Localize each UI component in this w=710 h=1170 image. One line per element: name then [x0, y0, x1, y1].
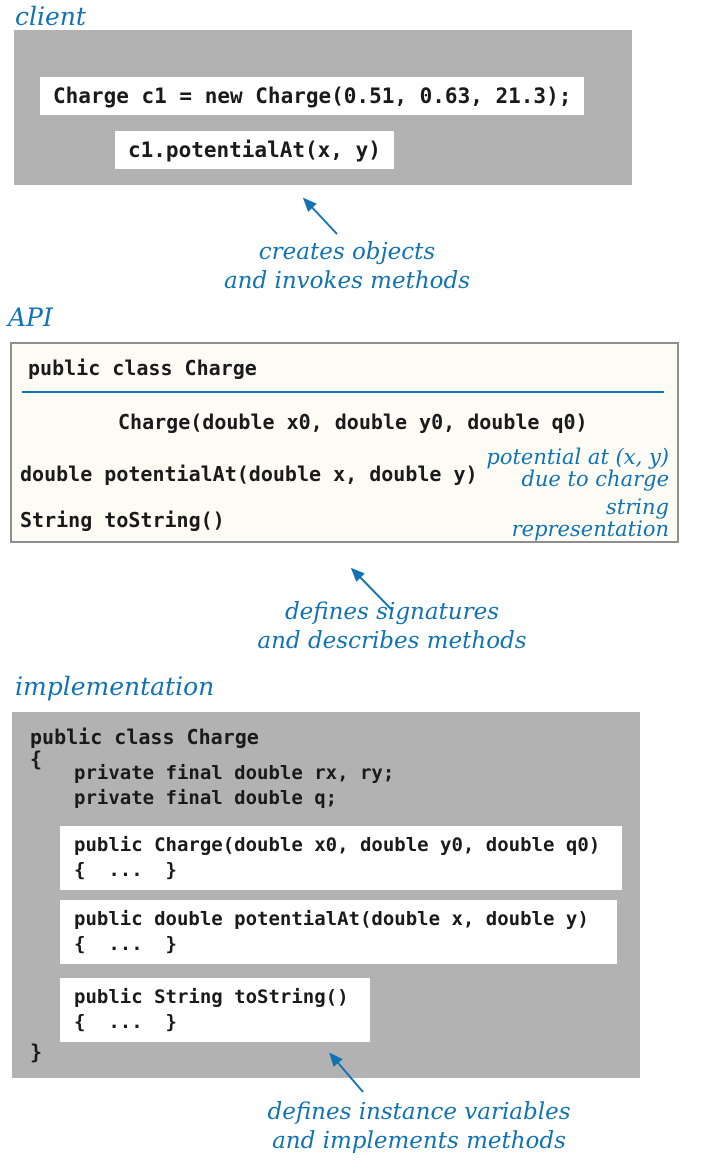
client-caption-line2: and invokes methods [223, 268, 471, 294]
api-caption: defines signatures and describes methods [257, 598, 526, 656]
api-caption-line2: and describes methods [257, 628, 527, 654]
api-constructor-signature: Charge(double x0, double y0, double q0) [118, 410, 588, 434]
impl-constructor-signature: public Charge(double x0, double y0, doub… [74, 834, 601, 856]
api-class-declaration: public class Charge [28, 356, 257, 380]
arrow-to-client-panel-icon [302, 197, 338, 235]
api-caption-line1: defines signatures [284, 599, 500, 625]
api-potentialat-signature: double potentialAt(double x, double y) [20, 462, 478, 486]
impl-constructor-body: { ... } [74, 859, 177, 881]
implementation-caption-line1: defines instance variables [267, 1099, 571, 1125]
api-potentialat-note-line2: due to charge [521, 467, 669, 491]
api-potentialat-note: potential at (x, y) due to charge [486, 446, 669, 490]
impl-potentialat-signature: public double potentialAt(double x, doub… [74, 908, 589, 930]
impl-constructor-block: public Charge(double x0, double y0, doub… [60, 826, 622, 890]
implementation-caption: defines instance variables and implement… [267, 1098, 570, 1156]
api-panel: public class Charge Charge(double x0, do… [10, 342, 679, 543]
api-separator-line [22, 391, 664, 393]
api-potentialat-note-line1: potential at (x, y) [486, 445, 669, 469]
client-caption: creates objects and invokes methods [224, 238, 470, 296]
client-section-label: client [15, 2, 86, 31]
impl-open-brace: { [30, 747, 43, 771]
api-tostring-note: string representation [512, 496, 669, 540]
impl-field-q: private final double q; [74, 787, 338, 809]
client-caption-line1: creates objects [258, 239, 436, 265]
impl-potentialat-body: { ... } [74, 933, 177, 955]
impl-tostring-block: public String toString() { ... } [60, 978, 370, 1042]
client-panel: Charge c1 = new Charge(0.51, 0.63, 21.3)… [14, 30, 632, 185]
api-section-label: API [8, 303, 53, 332]
api-tostring-note-line1: string [606, 495, 669, 519]
implementation-caption-line2: and implements methods [272, 1128, 566, 1154]
client-statement-new-charge: Charge c1 = new Charge(0.51, 0.63, 21.3)… [40, 77, 585, 115]
impl-class-declaration: public class Charge [30, 725, 259, 749]
implementation-panel: public class Charge { private final doub… [12, 712, 640, 1078]
api-tostring-signature: String toString() [20, 508, 225, 532]
implementation-section-label: implementation [15, 672, 215, 701]
impl-field-rx-ry: private final double rx, ry; [74, 762, 395, 784]
impl-tostring-signature: public String toString() [74, 986, 349, 1008]
api-tostring-note-line2: representation [511, 517, 669, 541]
impl-close-brace: } [30, 1040, 43, 1064]
impl-tostring-body: { ... } [74, 1011, 177, 1033]
client-statement-potentialat: c1.potentialAt(x, y) [115, 131, 394, 169]
impl-potentialat-block: public double potentialAt(double x, doub… [60, 900, 617, 964]
